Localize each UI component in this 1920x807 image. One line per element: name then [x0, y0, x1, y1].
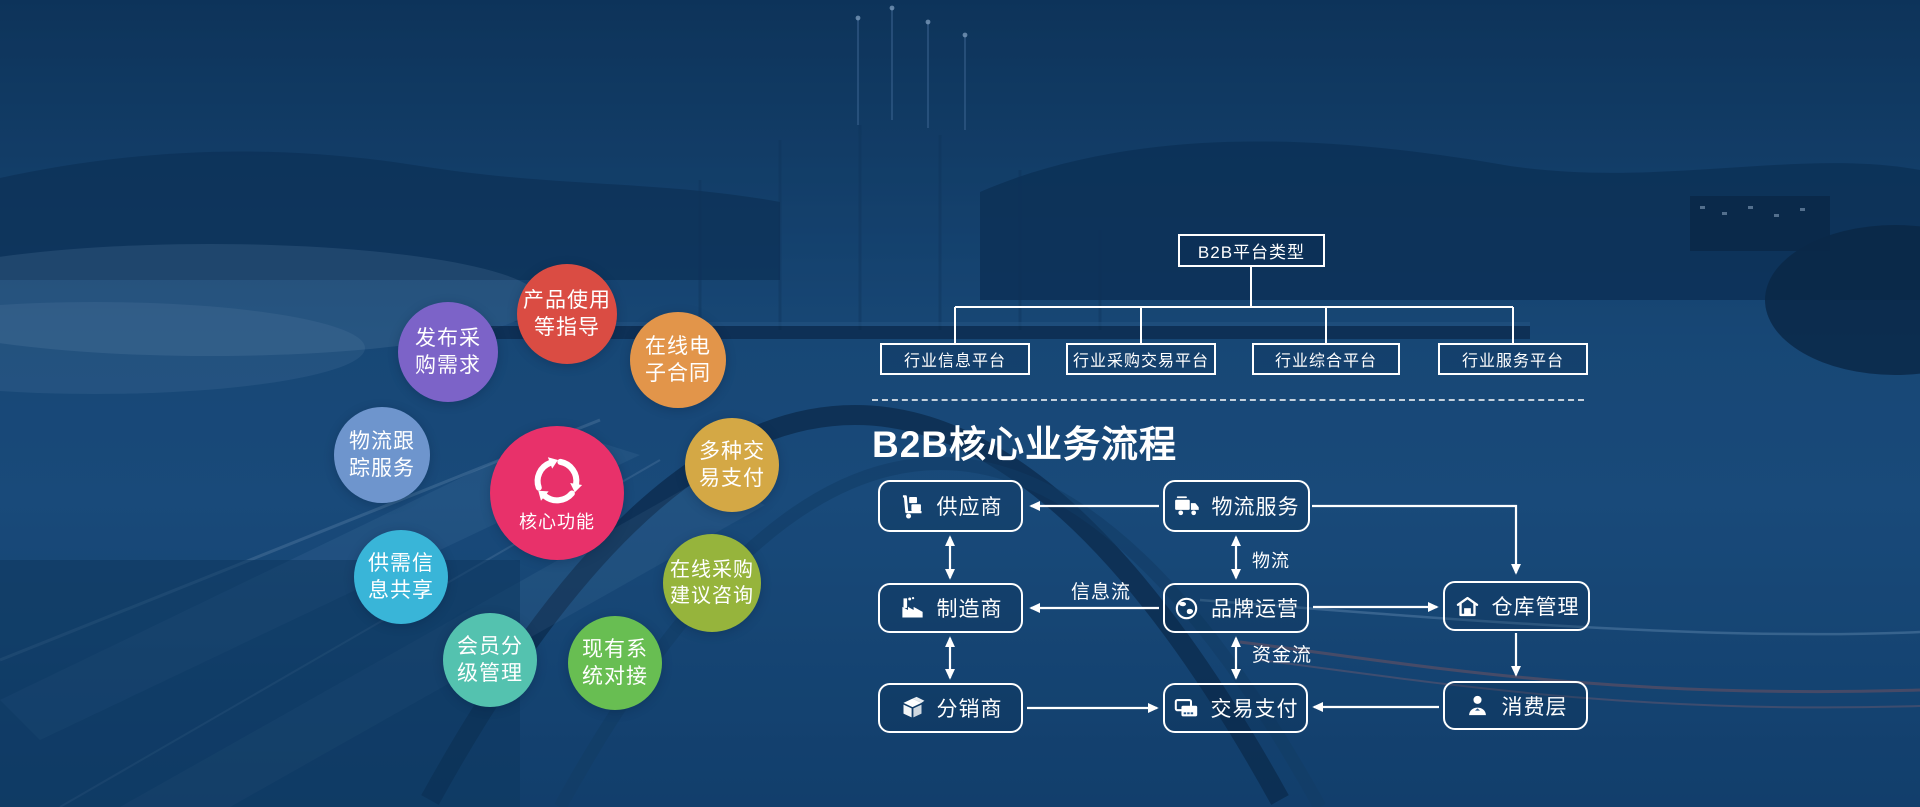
bubble-online-procurement-consulting: 在线采购 建议咨询 — [663, 534, 761, 632]
flow-node-label: 供应商 — [936, 496, 1003, 519]
bubble-label-line: 会员分 — [457, 634, 523, 658]
bubble-label: 产品使用 等指导 — [523, 287, 611, 342]
bubble-existing-system-integration: 现有系 统对接 — [568, 616, 662, 710]
truck-icon — [1174, 493, 1201, 520]
bubble-label-line: 购需求 — [415, 354, 481, 377]
flow-node-label: 仓库管理 — [1491, 596, 1580, 619]
edge-label-logistics: 物流 — [1252, 551, 1290, 571]
platform-root-label: B2B平台类型 — [1197, 243, 1306, 262]
bubble-label: 多种交 易支付 — [699, 438, 765, 493]
bubble-label: 发布采 购需求 — [415, 325, 481, 380]
bubble-label: 现有系 统对接 — [582, 636, 648, 691]
flow-node-logistics-service: 物流服务 — [1163, 480, 1310, 532]
bubble-label-line: 发布采 — [415, 326, 481, 350]
bubble-label-line: 子合同 — [645, 362, 711, 385]
flow-node-warehouse-management: 仓库管理 — [1443, 581, 1590, 631]
flow-node-brand-operation: 品牌运营 — [1163, 583, 1309, 633]
bubble-publish-procurement-demand: 发布采 购需求 — [398, 302, 498, 402]
bubble-label: 物流跟 踪服务 — [349, 428, 415, 483]
bubble-label-line: 供需信 — [368, 551, 434, 575]
platform-box-label: 行业信息平台 — [903, 353, 1006, 370]
bubble-multiple-payment-methods: 多种交 易支付 — [685, 418, 779, 512]
dashed-separator — [872, 399, 1584, 401]
bubble-label: 在线电 子合同 — [645, 333, 711, 388]
factory-icon — [899, 595, 926, 622]
flow-node-label: 品牌运营 — [1211, 598, 1299, 621]
bubble-label-line: 产品使用 — [523, 288, 611, 312]
bubble-label-line: 踪服务 — [349, 457, 415, 480]
bubble-label-line: 级管理 — [457, 662, 523, 685]
bubble-logistics-tracking-service: 物流跟 踪服务 — [334, 407, 430, 503]
bubble-label: 供需信 息共享 — [368, 550, 434, 605]
bubble-label-line: 建议咨询 — [670, 585, 754, 607]
handtruck-icon — [899, 493, 926, 520]
flow-node-distributor: 分销商 — [878, 683, 1023, 733]
bubble-supply-demand-info-sharing: 供需信 息共享 — [354, 530, 448, 624]
platform-box-industry-info: 行业信息平台 — [880, 343, 1030, 375]
bubble-online-e-contract: 在线电 子合同 — [630, 312, 726, 408]
flow-node-supplier: 供应商 — [878, 480, 1023, 532]
flow-node-manufacturer: 制造商 — [878, 583, 1023, 633]
platform-box-label: 行业服务平台 — [1461, 353, 1564, 370]
edge-label-capital: 资金流 — [1252, 645, 1313, 666]
bubble-label: 在线采购 建议咨询 — [670, 557, 754, 609]
bubble-label-line: 统对接 — [582, 665, 648, 688]
bubble-label-line: 等指导 — [534, 316, 600, 339]
bubble-product-usage-guidance: 产品使用 等指导 — [517, 264, 617, 364]
flow-node-label: 交易支付 — [1210, 698, 1299, 721]
flow-node-label: 制造商 — [936, 598, 1003, 621]
section-title: B2B核心业务流程 — [872, 424, 1178, 465]
bubble-label-line: 息共享 — [368, 579, 434, 602]
bubble-label-line: 现有系 — [582, 637, 648, 661]
openbox-icon — [899, 695, 926, 722]
card-icon — [1173, 695, 1200, 722]
bubble-label-line: 易支付 — [699, 467, 765, 490]
platform-box-industry-service: 行业服务平台 — [1438, 343, 1588, 375]
platform-box-label: 行业综合平台 — [1274, 353, 1377, 370]
person-icon — [1464, 692, 1491, 719]
bubble-label-line: 在线电 — [645, 334, 711, 358]
globe-icon — [1173, 595, 1200, 622]
edge-label-information: 信息流 — [1071, 582, 1132, 603]
bubble-core-functions: 核心功能 — [490, 426, 624, 560]
flow-node-transaction-payment: 交易支付 — [1163, 683, 1308, 733]
core-functions-content: 核心功能 — [519, 452, 595, 534]
recycle-icon — [528, 452, 586, 510]
platform-box-industry-comprehensive: 行业综合平台 — [1252, 343, 1400, 375]
bubble-label-line: 物流跟 — [349, 429, 415, 453]
bubble-member-tier-management: 会员分 级管理 — [443, 613, 537, 707]
bubble-label: 会员分 级管理 — [457, 633, 523, 688]
bubble-label-line: 在线采购 — [670, 559, 754, 581]
warehouse-icon — [1454, 593, 1481, 620]
flow-node-label: 消费层 — [1501, 695, 1568, 719]
bubble-label-line: 多种交 — [699, 439, 765, 463]
core-functions-label: 核心功能 — [519, 511, 595, 532]
flow-node-consumer-layer: 消费层 — [1443, 681, 1588, 730]
platform-box-industry-procurement-trading: 行业采购交易平台 — [1066, 343, 1216, 375]
flow-node-label: 分销商 — [936, 698, 1003, 721]
platform-root-box: B2B平台类型 — [1178, 234, 1325, 267]
flow-node-label: 物流服务 — [1211, 496, 1300, 519]
platform-box-label: 行业采购交易平台 — [1072, 353, 1209, 370]
